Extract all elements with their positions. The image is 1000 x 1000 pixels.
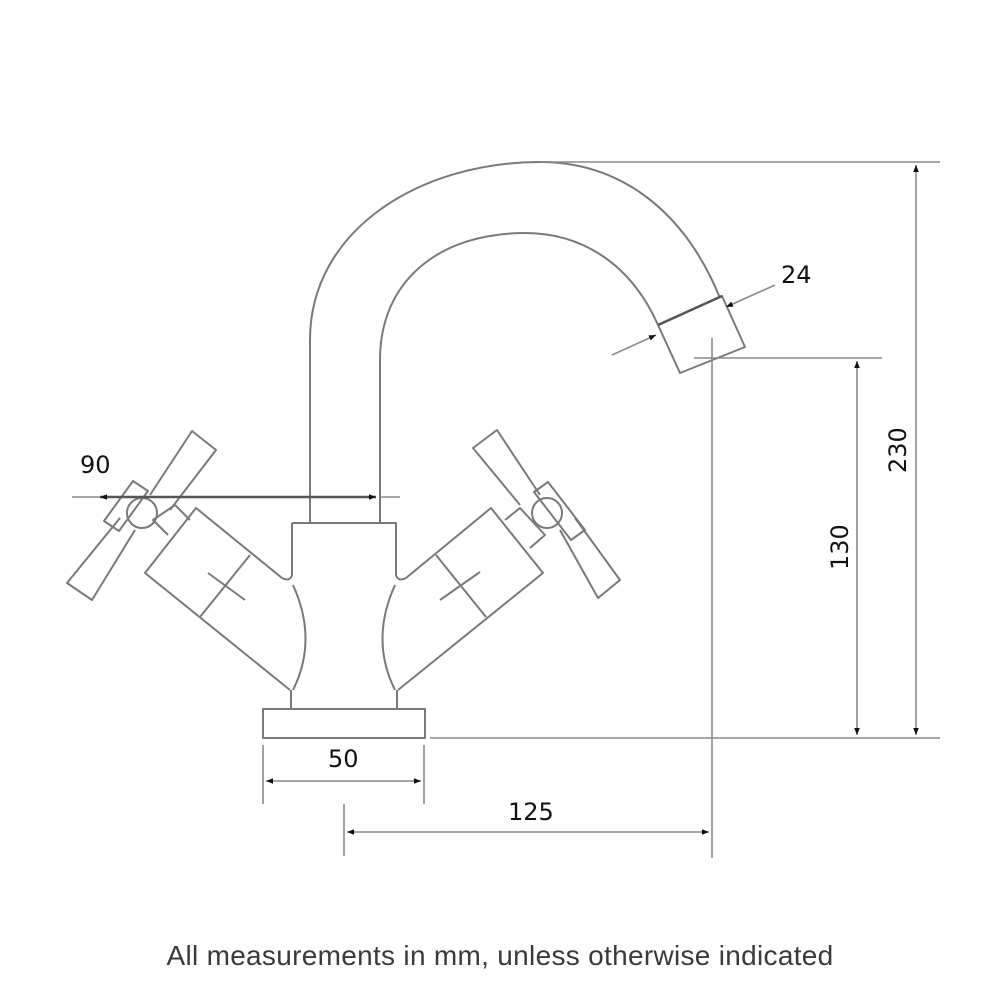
dim-label-90: 90 [80,451,111,479]
left-stem-neck [152,504,191,536]
right-hub-plate [533,481,586,541]
dim-label-125: 125 [508,798,554,826]
left-handle-lower [66,517,136,601]
right-handle-upper [472,429,541,506]
measurement-note: All measurements in mm, unless otherwise… [166,940,834,971]
dim-label-130: 130 [826,524,854,570]
right-valve [397,429,621,691]
left-hub-plate [103,480,149,532]
spout-inner [379,232,659,523]
right-valve-housing [397,507,544,691]
dim-label-230: 230 [884,427,912,473]
tap-outline [66,161,746,739]
dimension-lines [72,161,940,858]
body-right-curve [381,584,396,691]
dim-label-24: 24 [781,261,812,289]
spout-outlet-edge [657,294,723,327]
dim-24-arrow-left [611,334,657,356]
dim-24-arrow-right [725,284,776,308]
right-handle-lower [559,517,621,599]
right-valve-mark [439,571,481,601]
right-stem-neck [504,507,546,549]
body-left-curve [292,584,307,691]
spout-outlet [657,295,746,374]
left-handle-upper [149,430,217,511]
left-valve-mark [207,572,246,601]
left-valve-housing [144,507,291,691]
spout-outer [309,161,721,523]
dim-label-50: 50 [328,745,359,773]
left-valve [66,430,291,691]
central-body [281,522,407,581]
base-plate [262,708,426,739]
right-hub [531,497,563,529]
